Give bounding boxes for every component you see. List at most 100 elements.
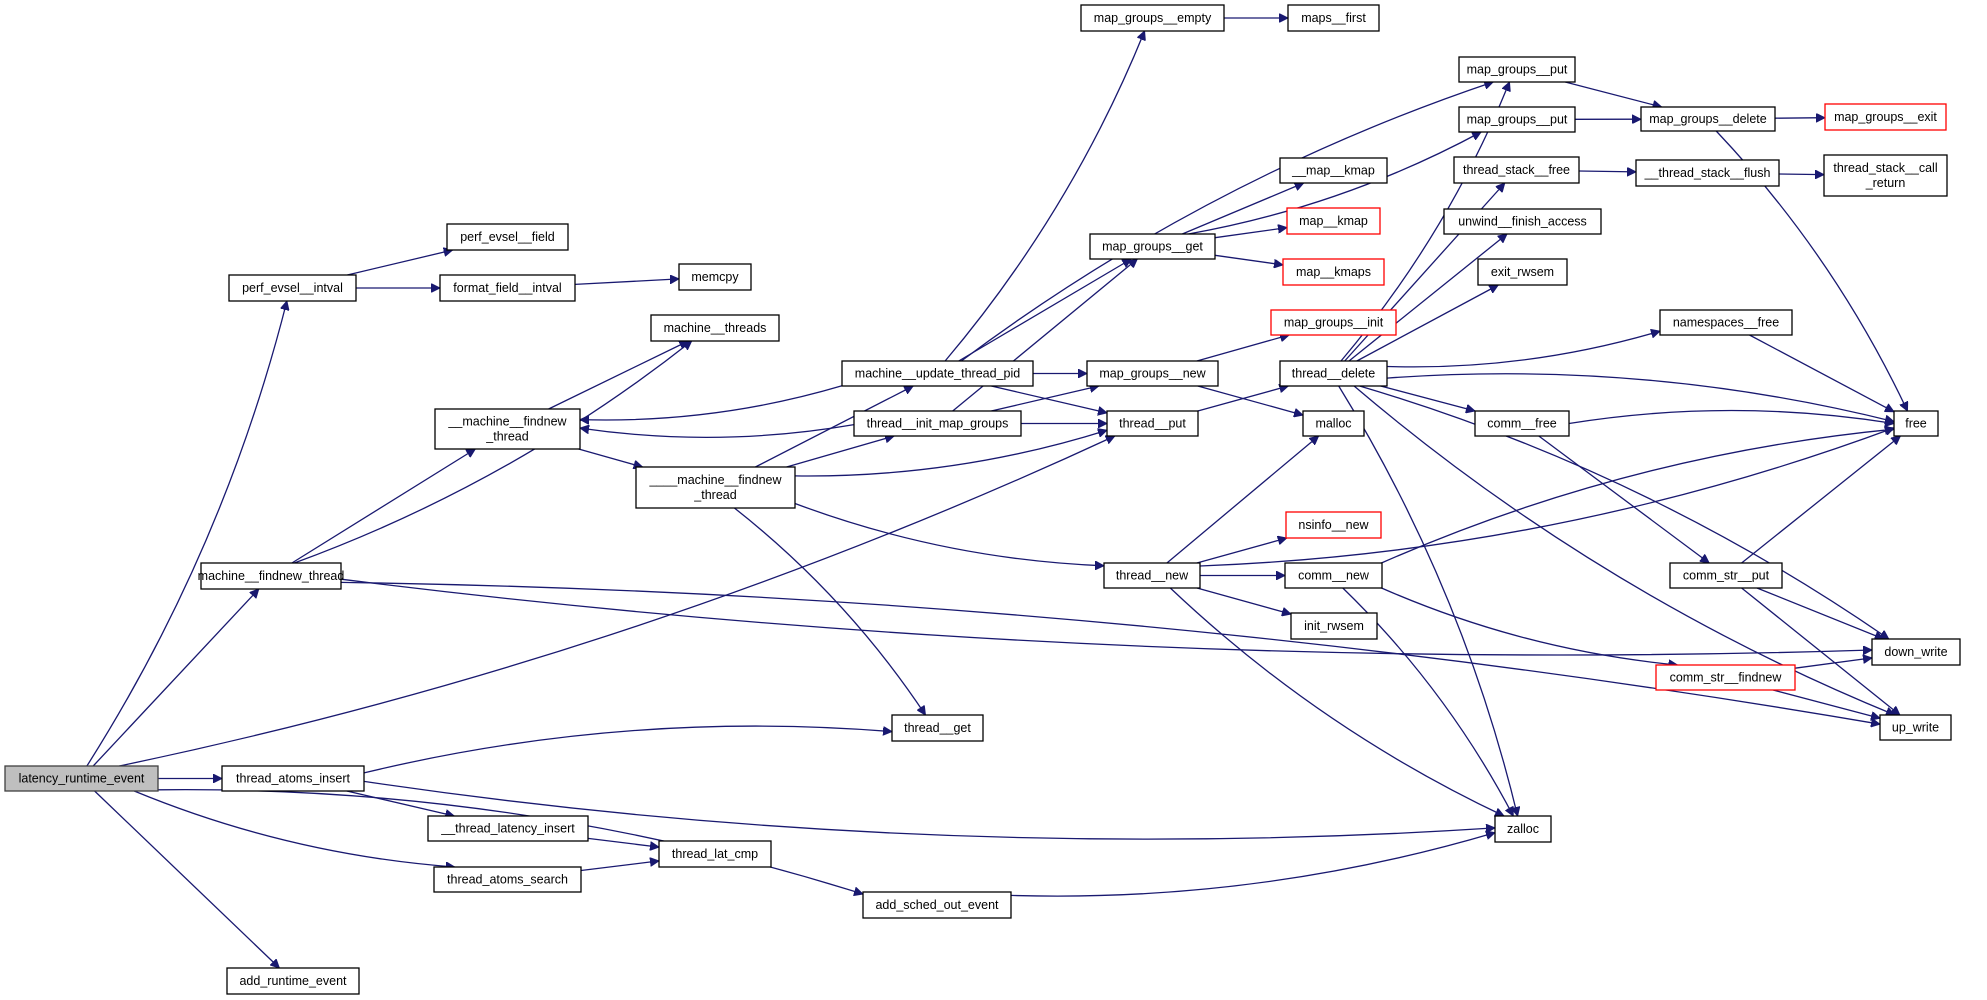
node-thread__put[interactable]: thread__put [1106,410,1199,437]
node-__map__kmap[interactable]: __map__kmap [1279,157,1388,184]
node-zalloc[interactable]: zalloc [1494,815,1552,843]
node-box[interactable] [862,891,1012,919]
node-thread_lat_cmp[interactable]: thread_lat_cmp [658,840,772,868]
node-thread__get[interactable]: thread__get [891,714,984,742]
node-box[interactable] [891,714,984,742]
node-box[interactable] [1669,562,1783,589]
node-exit_rwsem[interactable]: exit_rwsem [1477,258,1568,286]
node-box[interactable] [1285,511,1382,539]
node-add_sched_out_event[interactable]: add_sched_out_event [862,891,1012,919]
node-machine__findnew_thread[interactable]: machine__findnew_thread [198,562,345,590]
node-box[interactable] [1290,612,1378,640]
node-down_write[interactable]: down_write [1871,638,1961,666]
node-box[interactable] [1453,156,1580,184]
node-box[interactable] [1655,664,1796,691]
node-thread__new[interactable]: thread__new [1103,562,1201,589]
node-comm__free[interactable]: comm__free [1474,410,1570,437]
node-box[interactable] [1640,106,1776,132]
node-add_runtime_event[interactable]: add_runtime_event [226,967,360,995]
node-box[interactable] [1270,309,1397,336]
node-box[interactable] [446,223,569,251]
node-box[interactable] [1302,410,1365,437]
node-thread_atoms_search[interactable]: thread_atoms_search [433,866,582,893]
node-perf_evsel__field[interactable]: perf_evsel__field [446,223,569,251]
node-comm_str__put[interactable]: comm_str__put [1669,562,1783,589]
node-box[interactable] [1458,106,1576,133]
node-thread__init_map_groups[interactable]: thread__init_map_groups [853,410,1022,437]
node-map_groups__delete[interactable]: map_groups__delete [1640,106,1776,132]
node-up_write[interactable]: up_write [1879,714,1952,741]
node-box[interactable] [1879,714,1952,741]
node-box[interactable] [1286,207,1381,235]
node-box[interactable] [1477,258,1568,286]
node-box[interactable] [4,765,159,792]
node-map_groups__put_2[interactable]: map_groups__put [1458,106,1576,133]
node-box[interactable] [1279,360,1388,387]
node-init_rwsem[interactable]: init_rwsem [1290,612,1378,640]
node-box[interactable] [1893,410,1939,437]
node-box[interactable] [1086,360,1219,387]
node-box[interactable] [1659,309,1793,336]
node-box[interactable] [1494,815,1552,843]
node-machine__update_thread_pid[interactable]: machine__update_thread_pid [841,360,1034,387]
node-box[interactable] [427,815,589,842]
node-map_groups__put_1[interactable]: map_groups__put [1458,56,1576,83]
node-box[interactable] [650,314,780,342]
node-__machine__findnew_thread[interactable]: __machine__findnew_thread [434,408,581,450]
node-map__kmaps[interactable]: map__kmaps [1282,258,1385,286]
node-box[interactable] [1080,4,1225,32]
node-box[interactable] [678,263,752,291]
node-box[interactable] [1287,4,1380,32]
node-format_field__intval[interactable]: format_field__intval [439,274,576,302]
node-thread__delete[interactable]: thread__delete [1279,360,1388,387]
node-box[interactable] [1443,208,1602,235]
node-map_groups__init[interactable]: map_groups__init [1270,309,1397,336]
node-box[interactable] [1279,157,1388,184]
node-box[interactable] [1284,562,1383,589]
node-perf_evsel__intval[interactable]: perf_evsel__intval [228,274,357,302]
node-malloc[interactable]: malloc [1302,410,1365,437]
node-map_groups__get[interactable]: map_groups__get [1089,233,1216,260]
node-box[interactable] [228,274,357,302]
node-comm__new[interactable]: comm__new [1284,562,1383,589]
node-box[interactable] [1106,410,1199,437]
node-machine__threads[interactable]: machine__threads [650,314,780,342]
node-box[interactable] [1823,154,1948,197]
node-box[interactable] [853,410,1022,437]
node-__thread_stack__flush[interactable]: __thread_stack__flush [1635,159,1780,187]
node-box[interactable] [1635,159,1780,187]
node-map_groups__empty[interactable]: map_groups__empty [1080,4,1225,32]
node-nsinfo__new[interactable]: nsinfo__new [1285,511,1382,539]
node-free[interactable]: free [1893,410,1939,437]
node-maps__first[interactable]: maps__first [1287,4,1380,32]
node-latency_runtime_event[interactable]: latency_runtime_event [4,765,159,792]
node-box[interactable] [433,866,582,893]
node-box[interactable] [1824,103,1947,131]
node-box[interactable] [635,466,796,509]
node-__thread_latency_insert[interactable]: __thread_latency_insert [427,815,589,842]
node-box[interactable] [658,840,772,868]
node-comm_str__findnew[interactable]: comm_str__findnew [1655,664,1796,691]
node-memcpy[interactable]: memcpy [678,263,752,291]
node-thread_stack__call_return[interactable]: thread_stack__call_return [1823,154,1948,197]
node-box[interactable] [1458,56,1576,83]
node-box[interactable] [1282,258,1385,286]
node-unwind__finish_access[interactable]: unwind__finish_access [1443,208,1602,235]
node-map_groups__exit[interactable]: map_groups__exit [1824,103,1947,131]
node-box[interactable] [1089,233,1216,260]
node-box[interactable] [439,274,576,302]
node-box[interactable] [1871,638,1961,666]
node-box[interactable] [200,562,342,590]
node-map_groups__new[interactable]: map_groups__new [1086,360,1219,387]
node-box[interactable] [841,360,1034,387]
node-box[interactable] [1474,410,1570,437]
node-box[interactable] [1103,562,1201,589]
node-thread_stack__free[interactable]: thread_stack__free [1453,156,1580,184]
node-namespaces__free[interactable]: namespaces__free [1659,309,1793,336]
node-map__kmap[interactable]: map__kmap [1286,207,1381,235]
node-box[interactable] [434,408,581,450]
node-thread_atoms_insert[interactable]: thread_atoms_insert [221,765,365,792]
node-____machine__findnew_thread[interactable]: ____machine__findnew_thread [635,466,796,509]
node-box[interactable] [226,967,360,995]
node-box[interactable] [221,765,365,792]
